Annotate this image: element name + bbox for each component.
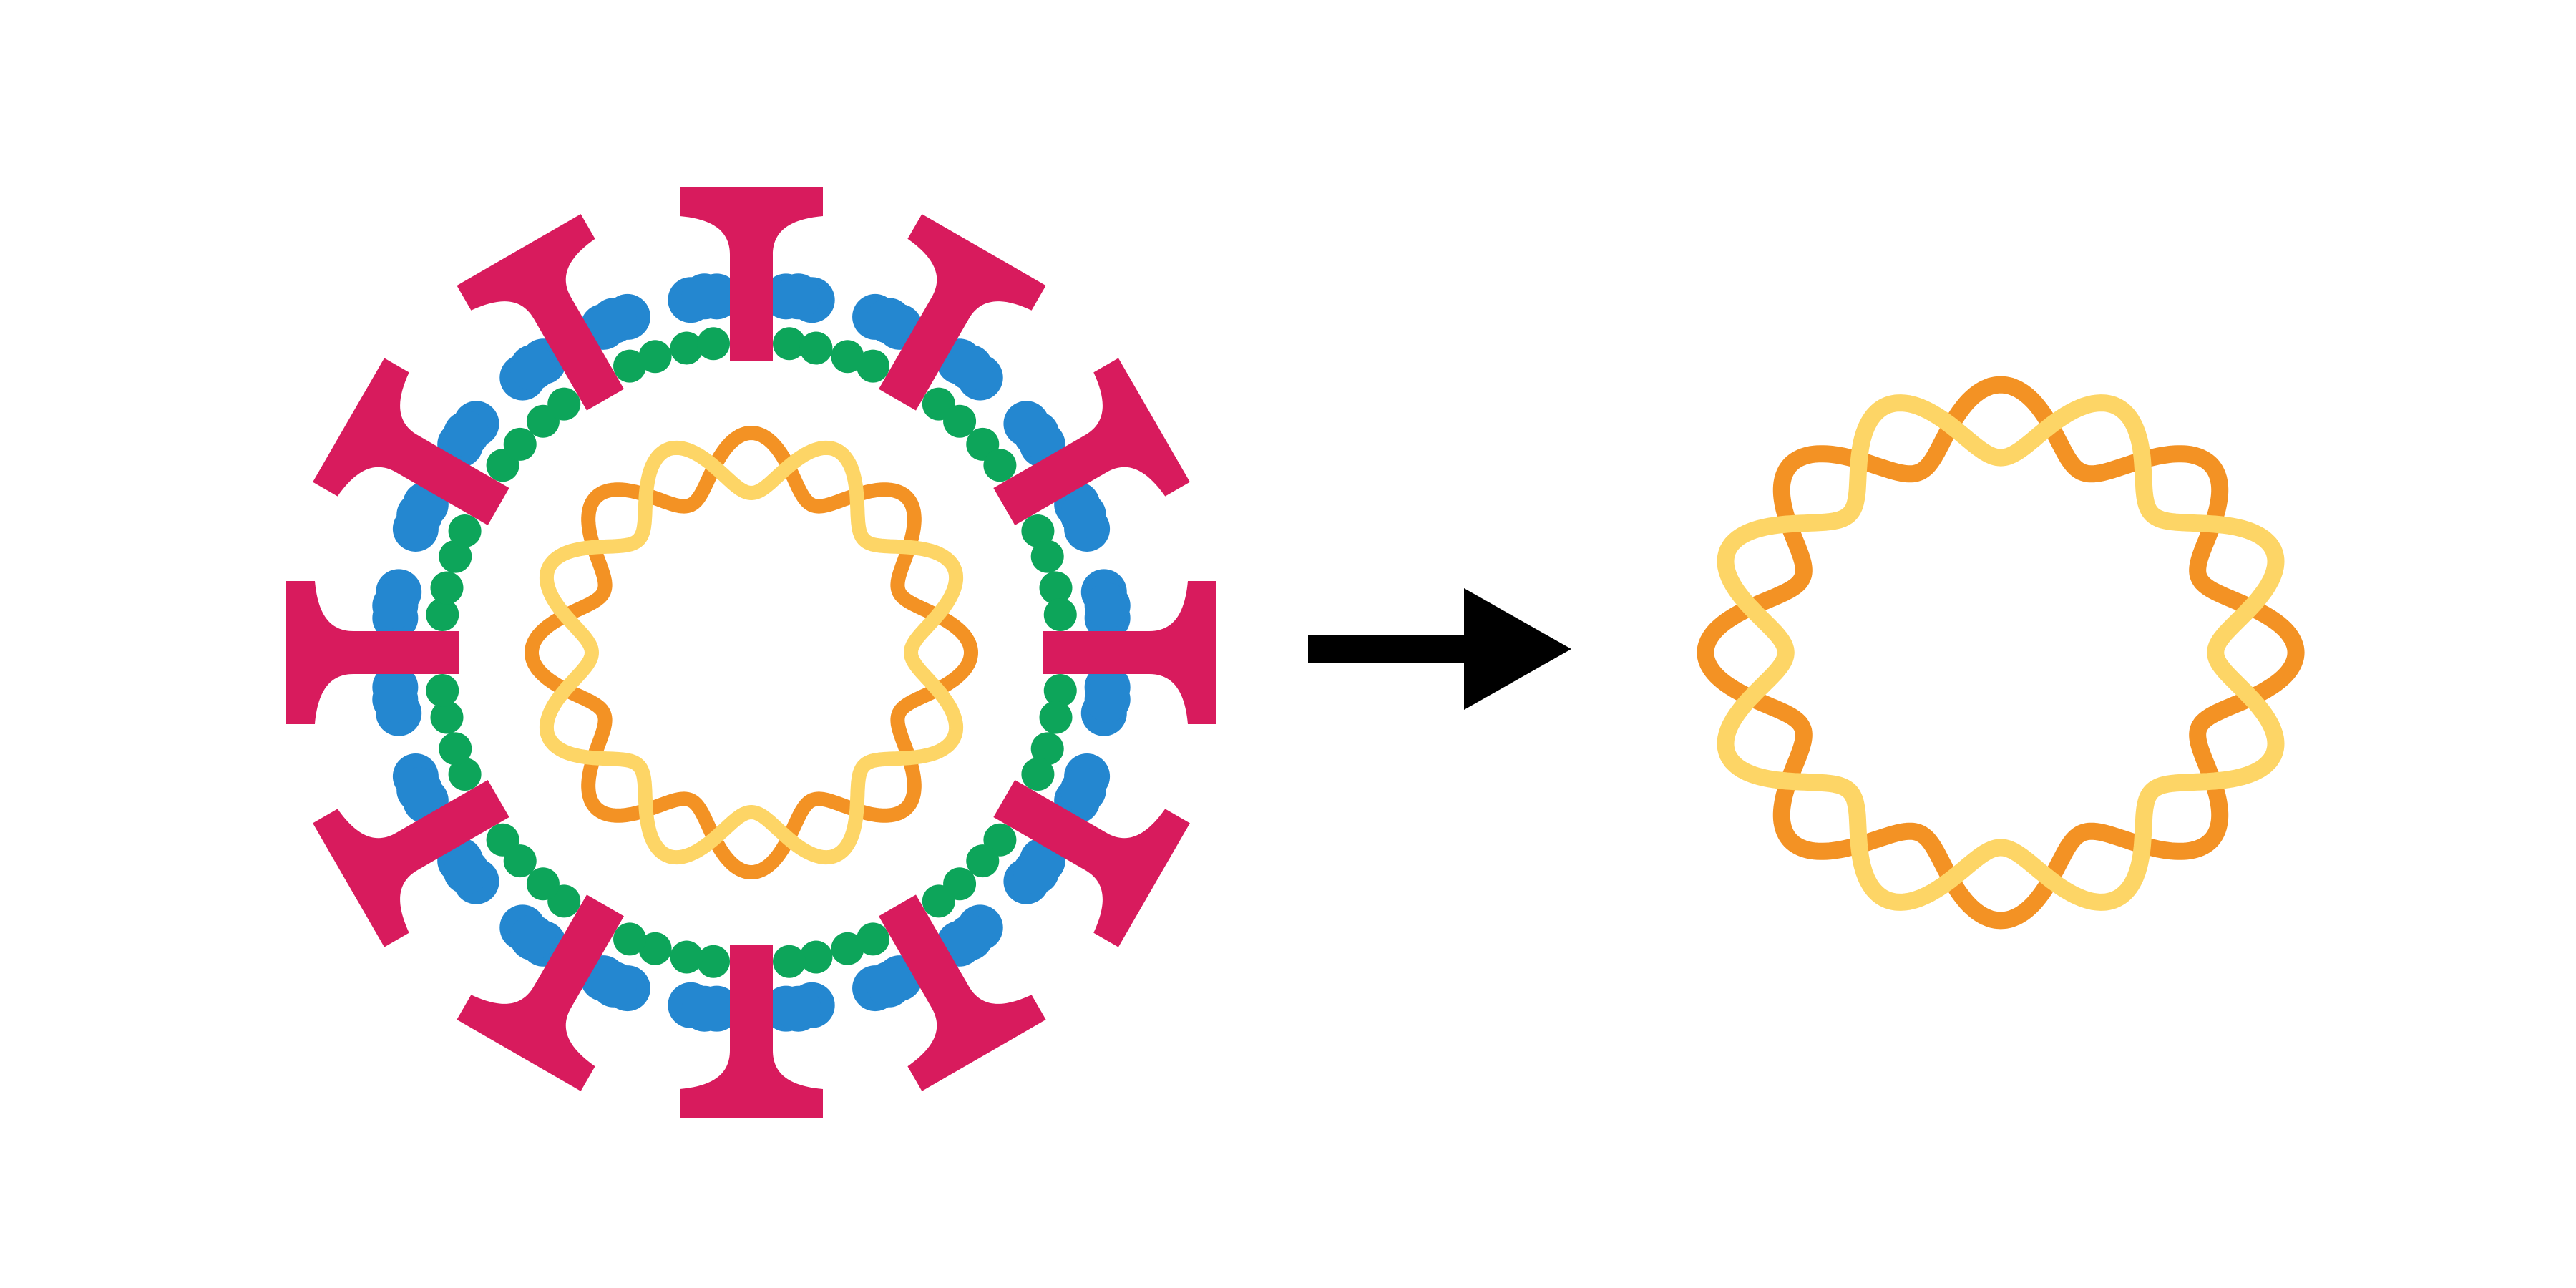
lipid-bead-icon bbox=[439, 540, 472, 573]
arrow-right-icon bbox=[1308, 588, 1571, 710]
lipid-bead-icon bbox=[696, 327, 730, 361]
lipid-bead-icon bbox=[1060, 767, 1106, 814]
lipid-bead-icon bbox=[1030, 732, 1064, 766]
lipid-bead-icon bbox=[426, 597, 459, 631]
lipid-bead-icon bbox=[1013, 848, 1060, 894]
lipid-bead-icon bbox=[966, 844, 1000, 878]
spike-protein-icon bbox=[457, 214, 624, 411]
lipid-bead-icon bbox=[613, 349, 647, 383]
lipid-bead-icon bbox=[509, 344, 556, 391]
lipid-bead-icon bbox=[681, 985, 728, 1032]
lipid-bead-icon bbox=[372, 676, 419, 723]
spike-protein-icon bbox=[313, 358, 509, 525]
lipid-bead-icon bbox=[773, 327, 806, 361]
spike-protein-icon bbox=[879, 214, 1046, 411]
lipid-bead-icon bbox=[922, 884, 955, 918]
lipid-bilayer bbox=[372, 273, 1131, 1032]
lipid-bead-icon bbox=[856, 922, 889, 956]
lipid-bead-icon bbox=[486, 823, 519, 857]
lipid-bead-icon bbox=[448, 757, 482, 791]
spike-protein-icon bbox=[1043, 581, 1216, 724]
lipid-bead-icon bbox=[943, 404, 977, 438]
genome-strands-left bbox=[525, 426, 978, 879]
lipid-bead-icon bbox=[613, 922, 647, 956]
genome-strand-yellow bbox=[539, 440, 964, 865]
lipid-bead-icon bbox=[1084, 676, 1131, 723]
spike-protein-icon bbox=[680, 945, 823, 1118]
lipid-bead-icon bbox=[430, 571, 464, 605]
lipid-bead-icon bbox=[983, 449, 1017, 482]
lipid-bead-icon bbox=[443, 411, 489, 457]
spike-protein-icon bbox=[993, 358, 1190, 525]
spike-proteins bbox=[286, 187, 1216, 1118]
lipid-bead-icon bbox=[1060, 492, 1106, 538]
lipid-bead-icon bbox=[831, 932, 864, 965]
lipid-bead-icon bbox=[1013, 411, 1060, 457]
lipid-bead-icon bbox=[681, 273, 728, 320]
lipid-bead-icon bbox=[590, 298, 637, 344]
lipid-bead-icon bbox=[866, 961, 912, 1008]
lipid-bead-icon bbox=[396, 767, 443, 814]
lipid-bead-icon bbox=[547, 387, 581, 421]
lipid-bead-icon bbox=[1043, 597, 1077, 631]
lipid-bead-icon bbox=[430, 701, 464, 734]
lipid-bead-icon bbox=[866, 298, 912, 344]
lipid-bead-icon bbox=[396, 492, 443, 538]
lipid-bead-icon bbox=[1021, 757, 1055, 791]
spike-protein-icon bbox=[286, 581, 459, 724]
lipid-bead-icon bbox=[590, 961, 637, 1008]
lipid-bead-icon bbox=[439, 732, 472, 766]
lipid-bead-icon bbox=[1039, 571, 1073, 605]
genome-strand-orange bbox=[1697, 376, 2305, 930]
released-genome bbox=[1697, 376, 2305, 930]
lipid-bead-icon bbox=[503, 427, 537, 461]
lipid-bead-icon bbox=[1084, 582, 1131, 629]
spike-protein-icon bbox=[313, 780, 509, 947]
lipid-bead-icon bbox=[773, 945, 806, 978]
lipid-bead-icon bbox=[426, 674, 459, 708]
lipid-bead-icon bbox=[1030, 540, 1064, 573]
lipid-bead-icon bbox=[775, 985, 821, 1032]
lipid-bead-icon bbox=[443, 848, 489, 894]
lipid-bead-icon bbox=[1039, 701, 1073, 734]
lipid-bead-icon bbox=[638, 340, 672, 374]
lipid-bead-icon bbox=[670, 940, 703, 974]
lipid-bead-icon bbox=[696, 945, 730, 978]
lipid-bead-icon bbox=[799, 940, 833, 974]
spike-protein-icon bbox=[680, 187, 823, 361]
spike-protein-icon bbox=[879, 894, 1046, 1091]
lipid-bead-icon bbox=[670, 331, 703, 365]
lipid-bead-icon bbox=[372, 582, 419, 629]
lipid-bead-icon bbox=[638, 932, 672, 965]
spike-protein-icon bbox=[457, 894, 624, 1091]
lipid-bead-icon bbox=[1021, 514, 1055, 548]
spike-protein-icon bbox=[993, 780, 1190, 947]
lipid-bead-icon bbox=[856, 349, 889, 383]
lipid-bead-icon bbox=[526, 867, 560, 901]
lipid-bead-icon bbox=[831, 340, 864, 374]
lipid-bead-icon bbox=[448, 514, 482, 548]
genome-strand-orange bbox=[525, 426, 978, 879]
intact-particle bbox=[286, 187, 1216, 1118]
lipid-bead-icon bbox=[947, 344, 993, 391]
genome-strand-yellow bbox=[1717, 394, 2285, 911]
lipid-bead-icon bbox=[799, 331, 833, 365]
lipid-bead-icon bbox=[947, 914, 993, 961]
lipid-bead-icon bbox=[1043, 674, 1077, 708]
lipid-bead-icon bbox=[775, 273, 821, 320]
lipid-bead-icon bbox=[509, 914, 556, 961]
